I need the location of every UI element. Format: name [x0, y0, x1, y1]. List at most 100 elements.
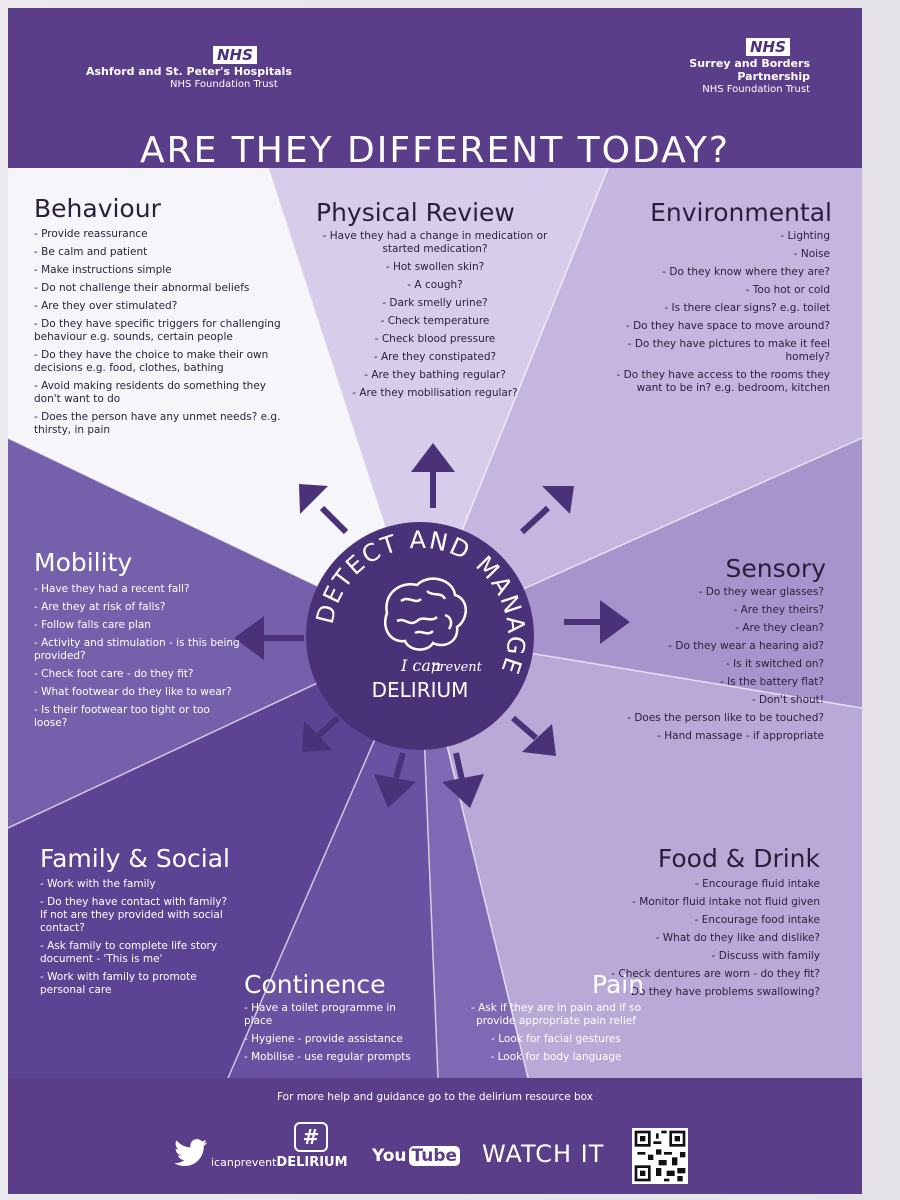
food-item: - Monitor fluid intake not fluid given — [632, 896, 820, 908]
section-title-continence: Continence — [244, 970, 386, 999]
list-mobility: - Have they had a recent fall? - Are they… — [34, 583, 244, 735]
page-title: ARE THEY DIFFERENT TODAY? — [139, 130, 731, 171]
trust-left-sub: NHS Foundation Trust — [170, 79, 278, 90]
panel-behaviour — [8, 168, 420, 635]
mobility-item: - Check foot care - do they fit? — [34, 668, 194, 680]
panel-mobility — [8, 438, 420, 828]
logo-i-can: I can — [400, 656, 441, 675]
list-environmental: - Lighting - Noise - Do they know where th… — [600, 230, 830, 400]
mobility-item: - Activity and stimulation - is this bei… — [34, 637, 240, 662]
panel-continence — [228, 635, 438, 1078]
list-continence: - Have a toilet programme in place - Hygi… — [244, 1002, 424, 1069]
environmental-item: - Too hot or cold — [745, 284, 830, 296]
twitter-icon[interactable] — [174, 1139, 208, 1167]
sensory-item: - Are they clean? — [735, 622, 824, 634]
social-handle-prefix: icanprevent — [211, 1156, 277, 1169]
youtube-tube: Tube — [408, 1146, 461, 1166]
section-title-family: Family & Social — [40, 844, 230, 873]
delirium-poster: NHS Ashford and St. Peter's Hospitals NH… — [8, 8, 862, 1194]
food-item: - Encourage fluid intake — [695, 878, 820, 890]
panel-environmental — [420, 168, 862, 635]
physical-item: - Are they constipated? — [373, 351, 497, 363]
logo-delirium: DELIRIUM — [372, 678, 469, 702]
watch-it-label: WATCH IT — [482, 1140, 605, 1168]
food-item: - Discuss with family — [711, 950, 820, 962]
sensory-item: - Don't shout! — [751, 694, 824, 706]
section-title-behaviour: Behaviour — [34, 194, 161, 223]
sensory-item: - Is the battery flat? — [719, 676, 824, 688]
sensory-item: - Are they theirs? — [733, 604, 825, 616]
sensory-item: - Do they wear glasses? — [698, 586, 824, 598]
family-item: - Work with the family — [40, 878, 156, 890]
behaviour-item: - Does the person have any unmet needs? … — [34, 411, 281, 436]
pain-item: - Look for body language — [490, 1051, 622, 1063]
pain-item: - Ask if they are in pain and if so prov… — [470, 1002, 642, 1027]
behaviour-item: - Provide reassurance — [34, 228, 148, 240]
behaviour-item: - Do not challenge their abnormal belief… — [34, 282, 250, 294]
list-pain: - Ask if they are in pain and if so prov… — [456, 1002, 656, 1069]
brain-icon — [384, 577, 467, 651]
list-food: - Encourage fluid intake - Monitor fluid … — [600, 878, 820, 1004]
environmental-item: - Do they have pictures to make it feel … — [627, 338, 830, 363]
sensory-item: - Do they wear a hearing aid? — [668, 640, 824, 652]
behaviour-item: - Be calm and patient — [34, 246, 148, 258]
social-handle[interactable]: icanpreventDELIRIUM — [211, 1155, 348, 1170]
environmental-item: - Do they know where they are? — [662, 266, 830, 278]
physical-item: - A cough? — [407, 279, 463, 291]
environmental-item: - Lighting — [780, 230, 830, 242]
behaviour-item: - Do they have specific triggers for cha… — [34, 318, 281, 343]
continence-item: - Hygiene - provide assistance — [244, 1033, 403, 1045]
behaviour-item: - Do they have the choice to make their … — [34, 349, 269, 374]
food-item: - Do they have problems swallowing? — [623, 986, 820, 998]
physical-item: - Have they had a change in medication o… — [322, 230, 548, 255]
environmental-item: - Noise — [793, 248, 830, 260]
pain-item: - Look for facial gestures — [491, 1033, 621, 1045]
food-item: - Check dentures are worn - do they fit? — [611, 968, 820, 980]
section-title-food: Food & Drink — [657, 844, 820, 873]
youtube-you: You — [372, 1146, 407, 1166]
continence-item: - Mobilise - use regular prompts — [244, 1051, 411, 1063]
environmental-item: - Do they have space to move around? — [625, 320, 830, 332]
panel-physical — [268, 168, 608, 635]
sensory-item: - Does the person like to be touched? — [627, 712, 824, 724]
food-item: - Encourage food intake — [694, 914, 820, 926]
section-title-mobility: Mobility — [34, 548, 133, 577]
mobility-item: - Is their footwear too tight or too loo… — [34, 704, 210, 729]
section-title-pain: Pain — [592, 970, 645, 999]
list-behaviour: - Provide reassurance - Be calm and patie… — [34, 228, 294, 442]
section-title-sensory: Sensory — [725, 554, 827, 583]
list-physical: - Have they had a change in medication o… — [320, 230, 550, 405]
continence-item: - Have a toilet programme in place — [244, 1002, 396, 1027]
poster-background-rays — [8, 167, 862, 1194]
sensory-item: - Hand massage - if appropriate — [657, 730, 824, 742]
logo-prevent: prevent — [431, 660, 483, 675]
physical-item: - Dark smelly urine? — [382, 297, 488, 309]
mobility-item: - What footwear do they like to wear? — [34, 686, 232, 698]
mobility-item: - Are they at risk of falls? — [34, 601, 166, 613]
trust-left: Ashford and St. Peter's Hospitals NHS Fo… — [86, 66, 292, 91]
section-title-environmental: Environmental — [650, 198, 832, 227]
social-handle-suffix: DELIRIUM — [276, 1155, 348, 1170]
trust-left-name: Ashford and St. Peter's Hospitals — [86, 65, 292, 78]
behaviour-item: - Are they over stimulated? — [34, 300, 178, 312]
mobility-item: - Have they had a recent fall? — [34, 583, 190, 595]
list-family: - Work with the family - Do they have con… — [40, 878, 230, 1002]
trust-right-sub: NHS Foundation Trust — [702, 84, 810, 95]
physical-item: - Hot swollen skin? — [385, 261, 485, 273]
qr-code-icon[interactable] — [632, 1128, 688, 1184]
section-title-physical: Physical Review — [316, 198, 515, 227]
hashtag-icon: # — [294, 1122, 328, 1152]
list-sensory: - Do they wear glasses? - Are they theirs… — [604, 586, 824, 748]
detect-and-manage-badge: DETECT AND MANAGE I can prevent DELIRIUM — [306, 522, 534, 750]
family-item: - Do they have contact with family? If n… — [40, 896, 228, 934]
behaviour-item: - Make instructions simple — [34, 264, 172, 276]
trust-right: Surrey and Borders Partnership NHS Found… — [689, 58, 810, 96]
physical-item: - Are they mobilisation regular? — [352, 387, 518, 399]
trust-right-name-1: Surrey and Borders — [689, 57, 810, 70]
nhs-logo-right: NHS — [746, 38, 790, 56]
footer-guidance: For more help and guidance go to the del… — [277, 1091, 593, 1103]
behaviour-item: - Avoid making residents do something th… — [34, 380, 267, 405]
environmental-item: - Is there clear signs? e.g. toilet — [664, 302, 830, 314]
family-item: - Ask family to complete life story docu… — [40, 940, 218, 965]
